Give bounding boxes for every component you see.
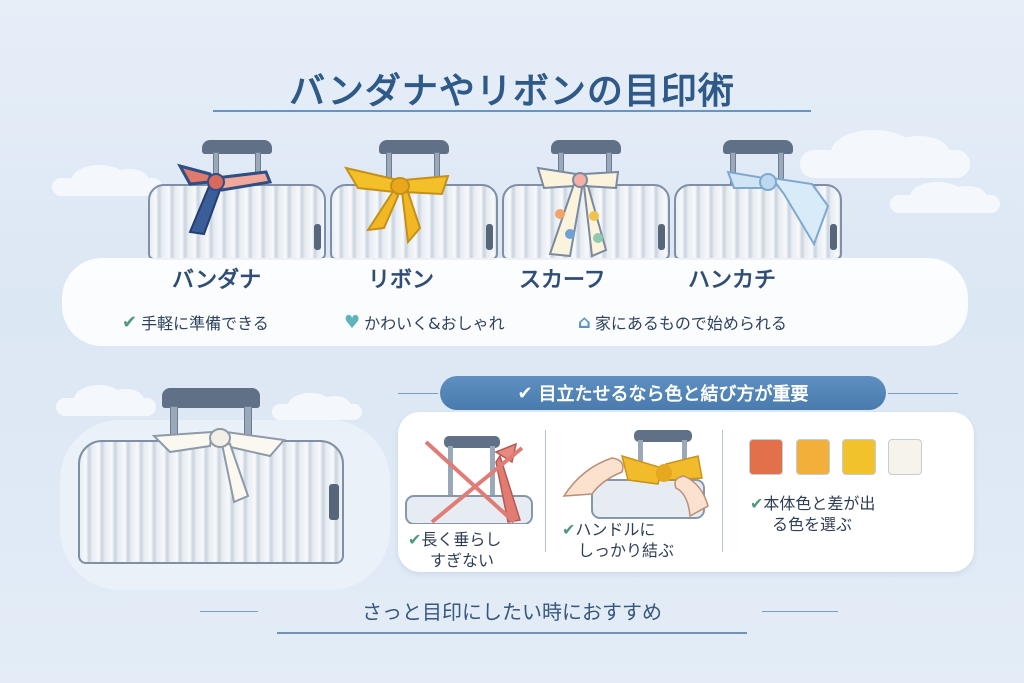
house-icon: ⌂ xyxy=(578,311,591,333)
divider-line xyxy=(762,611,838,612)
tip-contrast-color: ✔本体色と差が出 る色を選ぶ xyxy=(750,494,875,536)
handkerchief-icon xyxy=(726,170,830,246)
feature-easy: ✔ 手軽に準備できる xyxy=(122,310,269,334)
tip-line: しっかり結ぶ xyxy=(578,540,675,560)
tip-tie-tight-illustration xyxy=(562,430,709,519)
cloud xyxy=(52,165,162,196)
feature-label: 手軽に準備できる xyxy=(141,314,269,333)
title-underline xyxy=(213,110,811,112)
divider-line xyxy=(398,393,438,394)
bandana-icon xyxy=(176,163,273,236)
tip-tie-tight: ✔ハンドルに しっかり結ぶ xyxy=(562,520,674,562)
item-label-handkerchief: ハンカチ xyxy=(688,268,777,293)
tip-line: る色を選ぶ xyxy=(772,514,853,534)
feature-label: 家にあるもので始められる xyxy=(594,314,787,333)
cloud xyxy=(800,130,970,178)
cloud xyxy=(890,182,1000,213)
item-label-scarf: スカーフ xyxy=(519,268,606,293)
tip-divider xyxy=(545,430,546,552)
divider-line xyxy=(888,393,958,394)
item-label-ribbon: リボン xyxy=(368,268,435,293)
tips-header: ✔ 目立たせるなら色と結び方が重要 xyxy=(440,376,886,410)
tip-no-long-tail: ✔長く垂らし すぎない xyxy=(408,530,501,572)
items-panel xyxy=(62,258,968,346)
feature-label: かわいく&おしゃれ xyxy=(364,314,505,333)
color-swatch-cream xyxy=(888,439,922,475)
cloud xyxy=(56,385,156,416)
check-icon: ✔ xyxy=(408,530,422,549)
tip-line: 長く垂らし xyxy=(421,530,502,549)
check-icon: ✔ xyxy=(517,382,533,404)
white-scarf-icon xyxy=(151,428,286,504)
check-icon: ✔ xyxy=(122,311,138,333)
footer-caption: さっと目印にしたい時におすすめ xyxy=(362,600,662,624)
feature-home: ⌂ 家にあるもので始められる xyxy=(578,310,787,334)
tip-line: 本体色と差が出 xyxy=(763,494,876,513)
heart-icon: ♥ xyxy=(344,311,361,333)
scarf-icon xyxy=(536,166,620,258)
ribbon-icon xyxy=(343,166,450,245)
tip-divider xyxy=(722,430,723,552)
tip-no-long-tail-illustration xyxy=(405,436,533,524)
color-swatch-amber xyxy=(796,439,830,475)
tip-line: すぎない xyxy=(430,550,495,570)
tip-line: ハンドルに xyxy=(575,520,656,539)
divider-line xyxy=(200,611,258,612)
color-swatch-yellow xyxy=(842,439,876,475)
footer-underline xyxy=(277,632,747,634)
item-label-bandana: バンダナ xyxy=(172,268,262,293)
color-swatch-orange xyxy=(749,439,783,475)
feature-cute: ♥ かわいく&おしゃれ xyxy=(344,310,505,334)
cloud xyxy=(272,392,362,420)
tips-header-label: 目立たせるなら色と結び方が重要 xyxy=(538,384,809,405)
check-icon: ✔ xyxy=(562,520,576,539)
page-title: バンダナやリボンの目印術 xyxy=(289,71,735,112)
check-icon: ✔ xyxy=(750,494,764,513)
